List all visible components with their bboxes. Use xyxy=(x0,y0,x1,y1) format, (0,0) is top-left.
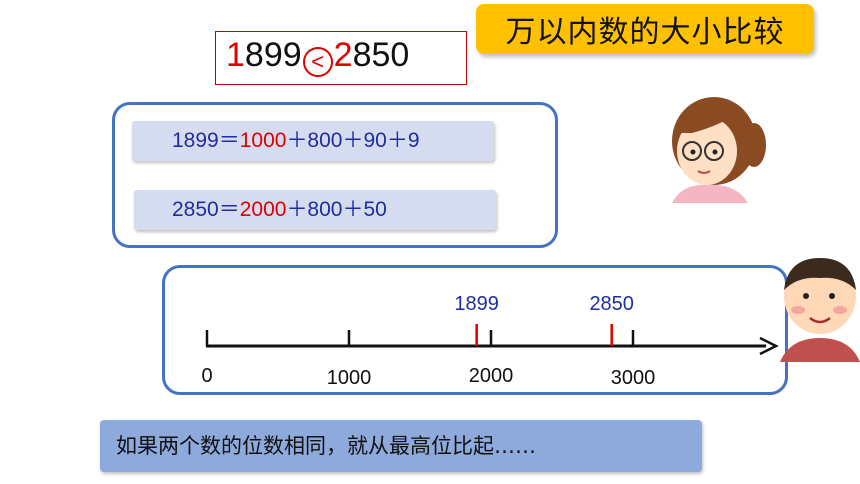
number-line-marker-label: 2850 xyxy=(589,293,634,315)
tip-bar: 如果两个数的位数相同，就从最高位比起…… xyxy=(100,420,702,472)
number-line-marker-label: 1899 xyxy=(454,293,499,315)
equation-highlight-thousands: 1000 xyxy=(239,129,287,152)
equation-number: 1899 xyxy=(172,129,219,152)
decomposition-panel xyxy=(112,102,558,248)
equation-equals: ＝ xyxy=(218,198,240,221)
tip-text: 如果两个数的位数相同，就从最高位比起…… xyxy=(116,434,536,458)
equation-equals: ＝ xyxy=(218,129,240,152)
comparison-expression: 1899<2850 xyxy=(226,36,409,77)
number-line-arrow-icon xyxy=(759,336,779,356)
number-line-tick-label: 2000 xyxy=(469,365,514,387)
number-line-panel xyxy=(162,265,788,395)
equation-row-2850: 2850＝2000＋800＋50 xyxy=(134,190,496,230)
right-number-rest: 850 xyxy=(352,36,410,74)
less-than-circle: < xyxy=(302,47,333,77)
title-badge: 万以内数的大小比较 xyxy=(476,4,814,54)
number-line-tick-label: 0 xyxy=(201,365,212,387)
equation-highlight-thousands: 2000 xyxy=(239,198,287,221)
boy-character-illustration xyxy=(780,258,860,362)
comparison-box: 1899<2850 xyxy=(215,31,467,85)
equation-rest: ＋800＋50 xyxy=(286,198,387,221)
equation-rest: ＋800＋90＋9 xyxy=(286,129,420,152)
page-title: 万以内数的大小比较 xyxy=(505,15,785,50)
number-line-tick-label: 1000 xyxy=(327,367,372,389)
left-number-rest: 899 xyxy=(244,36,302,74)
girl-character-illustration xyxy=(672,97,766,203)
number-line-tick-label: 3000 xyxy=(611,367,656,389)
right-number-leading-digit: 2 xyxy=(333,36,353,74)
equation-row-1899: 1899＝1000＋800＋90＋9 xyxy=(132,121,494,161)
left-number-leading-digit: 1 xyxy=(226,36,245,74)
equation-number: 2850 xyxy=(172,198,219,221)
